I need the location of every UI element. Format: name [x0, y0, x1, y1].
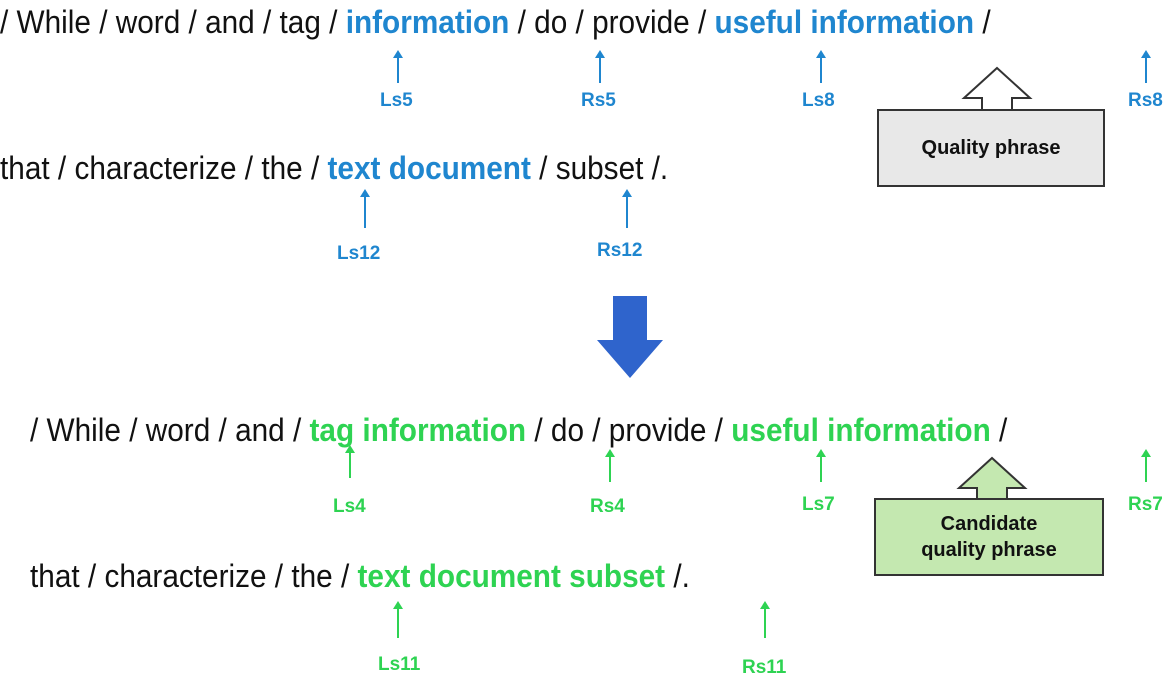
top-line1-text-a: / While / word / and / tag / [0, 4, 346, 40]
bottom-sentence-line-1: / While / word / and / tag information /… [30, 410, 1007, 450]
bottom-phrase-useful-information: useful information [731, 412, 991, 448]
marker-arrow-ls7 [816, 449, 826, 482]
marker-arrow-ls8 [816, 50, 826, 83]
top-line2-text-a: that / characterize / the / [0, 150, 328, 186]
marker-label-rs8: Rs8 [1128, 90, 1163, 111]
top-phrase-text-document: text document [327, 150, 531, 186]
marker-arrow-ls12 [360, 189, 370, 228]
marker-arrow-ls4 [345, 445, 355, 478]
bottom-phrase-tag-information: tag information [309, 412, 527, 448]
bottom-line2-text-b: /. [665, 558, 690, 594]
quality-phrase-pointer-arrow-icon [961, 66, 1033, 111]
marker-label-ls11: Ls11 [378, 654, 421, 675]
marker-arrow-rs12 [622, 189, 632, 228]
bottom-line1-text-a: / While / word / and / [30, 412, 310, 448]
marker-label-rs7: Rs7 [1128, 494, 1163, 515]
marker-arrow-rs5 [595, 50, 605, 83]
top-line1-text-b: / do / provide / [509, 4, 715, 40]
marker-label-rs12: Rs12 [597, 240, 643, 261]
marker-label-rs4: Rs4 [590, 496, 625, 517]
top-sentence-line-1: / While / word / and / tag / information… [0, 2, 991, 42]
marker-label-ls7: Ls7 [802, 494, 835, 515]
bottom-phrase-text-document-subset: text document subset [357, 558, 666, 594]
marker-label-ls8: Ls8 [802, 90, 835, 111]
candidate-quality-phrase-box: Candidate quality phrase [874, 498, 1104, 576]
marker-arrow-rs11 [760, 601, 770, 638]
marker-arrow-rs7 [1141, 449, 1151, 482]
candidate-quality-phrase-label: Candidate quality phrase [921, 513, 1057, 561]
marker-label-ls12: Ls12 [337, 243, 381, 264]
marker-label-rs5: Rs5 [581, 90, 616, 111]
marker-arrow-rs8 [1141, 50, 1151, 83]
transform-down-arrow-icon [597, 296, 663, 378]
marker-arrow-ls5 [393, 50, 403, 83]
quality-phrase-label: Quality phrase [921, 137, 1061, 159]
marker-label-ls5: Ls5 [380, 90, 413, 111]
marker-arrow-rs4 [605, 449, 615, 482]
top-line2-text-b: / subset /. [530, 150, 669, 186]
marker-label-rs11: Rs11 [742, 657, 787, 678]
quality-phrase-box: Quality phrase [877, 109, 1105, 187]
top-sentence-line-2: that / characterize / the / text documen… [0, 148, 668, 188]
top-phrase-useful-information: useful information [714, 4, 975, 40]
bottom-line1-text-b: / do / provide / [526, 412, 732, 448]
candidate-phrase-pointer-arrow-icon [956, 456, 1028, 501]
bottom-line2-text-a: that / characterize / the / [30, 558, 358, 594]
marker-arrow-ls11 [393, 601, 403, 638]
top-line1-text-c: / [974, 4, 991, 40]
bottom-sentence-line-2: that / characterize / the / text documen… [30, 556, 690, 596]
top-phrase-information: information [345, 4, 510, 40]
marker-label-ls4: Ls4 [333, 496, 366, 517]
bottom-line1-text-c: / [990, 412, 1008, 448]
